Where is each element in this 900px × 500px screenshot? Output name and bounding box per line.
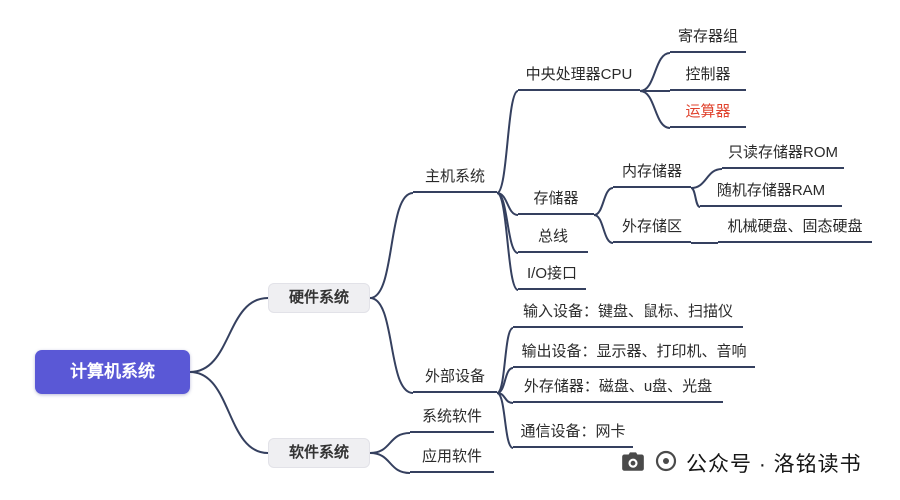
watermark: 公众号 · 洛铭读书: [620, 446, 862, 480]
connector-line: [496, 192, 519, 254]
connector-line: [496, 90, 519, 194]
node-software-system[interactable]: 软件系统: [268, 438, 370, 468]
node-hardware-system[interactable]: 硬件系统: [268, 283, 370, 313]
connector-line: [496, 392, 514, 449]
node-peripherals[interactable]: 外部设备: [413, 365, 497, 393]
connector-line: [369, 297, 414, 394]
watermark-text: 公众号 · 洛铭读书: [686, 453, 862, 476]
connector-line: [639, 52, 671, 92]
node-system-software[interactable]: 系统软件: [410, 405, 494, 433]
node-bus[interactable]: 总线: [518, 225, 588, 253]
connector-line: [189, 297, 269, 373]
node-rom[interactable]: 只读存储器ROM: [722, 141, 844, 169]
node-communication-devices[interactable]: 通信设备：网卡: [513, 420, 633, 448]
node-controller[interactable]: 控制器: [670, 63, 746, 91]
connector-line: [496, 367, 514, 394]
connector-line: [496, 192, 519, 216]
node-cpu[interactable]: 中央处理器CPU: [518, 63, 640, 91]
connector-line: [189, 371, 269, 454]
node-external-storage-devices[interactable]: 外存储器：磁盘、u盘、光盘: [513, 375, 723, 403]
connector-line: [593, 187, 614, 216]
node-arithmetic-unit[interactable]: 运算器: [670, 100, 746, 128]
connector-line: [369, 452, 411, 474]
node-application-software[interactable]: 应用软件: [410, 445, 494, 473]
connector-line: [496, 192, 519, 291]
node-hdd-ssd[interactable]: 机械硬盘、固态硬盘: [718, 215, 872, 243]
node-io-interface[interactable]: I/O接口: [518, 262, 586, 290]
connector-line: [593, 214, 614, 244]
connector-line: [690, 187, 701, 208]
node-ram[interactable]: 随机存储器RAM: [700, 179, 842, 207]
node-output-devices[interactable]: 输出设备：显示器、打印机、音响: [513, 340, 755, 368]
connector-line: [496, 327, 514, 394]
node-computer-system[interactable]: 计算机系统: [35, 350, 190, 394]
node-host-system[interactable]: 主机系统: [413, 165, 497, 193]
connector-line: [496, 392, 514, 404]
connector-line: [369, 192, 414, 299]
connector-line: [639, 90, 671, 129]
connector-line: [369, 432, 411, 454]
camera-icon: [620, 448, 646, 479]
circle-icon: [654, 449, 678, 478]
node-input-devices[interactable]: 输入设备：键盘、鼠标、扫描仪: [513, 300, 743, 328]
node-register-group[interactable]: 寄存器组: [670, 25, 746, 53]
node-internal-memory[interactable]: 内存储器: [613, 160, 691, 188]
node-external-storage-area[interactable]: 外存储区: [613, 215, 691, 243]
node-memory[interactable]: 存储器: [518, 187, 594, 215]
